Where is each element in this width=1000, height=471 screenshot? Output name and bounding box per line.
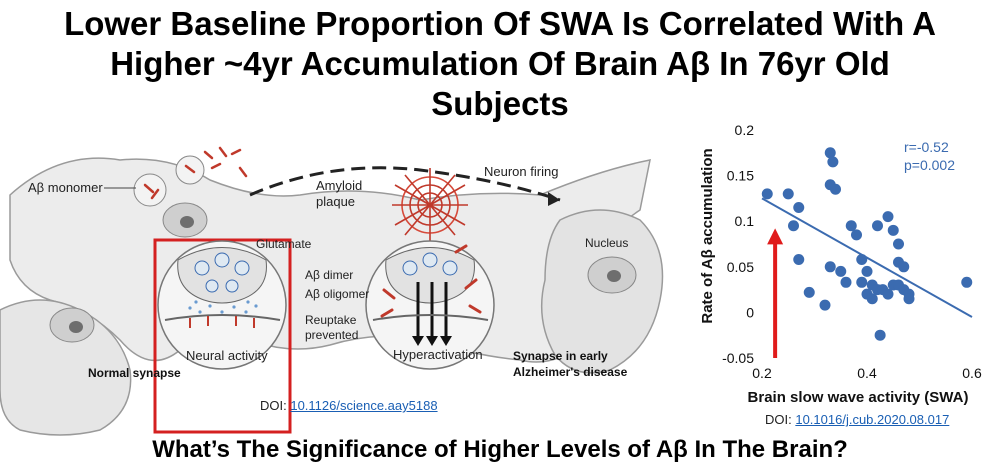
y-tick-label: 0 xyxy=(746,304,754,320)
label-nucleus: Nucleus xyxy=(585,236,628,250)
chart-y-label: Rate of Aβ accumulation xyxy=(699,148,716,323)
chart-doi: DOI: 10.1016/j.cub.2020.08.017 xyxy=(765,412,949,427)
label-plaque: plaque xyxy=(316,194,355,209)
diagram-doi-prefix: DOI: xyxy=(260,398,291,413)
data-point xyxy=(782,188,794,200)
title-line-3: Subjects xyxy=(431,85,569,122)
data-point xyxy=(882,211,894,223)
label-amyloid: Amyloid xyxy=(316,178,362,193)
amyloid-plaque xyxy=(392,168,468,242)
red-arrow-head xyxy=(767,228,784,245)
hyperactivation-arrowheads xyxy=(412,336,452,346)
vesicles-right xyxy=(402,252,458,276)
vesicles-left xyxy=(194,252,250,293)
label-ab-oligomer: Aβ oligomer xyxy=(305,287,369,301)
data-point xyxy=(793,254,805,266)
data-point xyxy=(761,188,773,200)
data-point xyxy=(856,254,868,266)
bottom-question: What’s The Significance of Higher Levels… xyxy=(152,436,848,463)
chart-annotation-r: r=-0.52 xyxy=(904,139,949,155)
data-point xyxy=(903,293,915,305)
nucleolus-right xyxy=(607,270,621,282)
title-line-2: Higher ~4yr Accumulation Of Brain Aβ In … xyxy=(110,45,890,82)
y-tick-label: 0.1 xyxy=(735,213,755,229)
data-point xyxy=(835,265,847,277)
data-point xyxy=(874,329,886,341)
ab-oligomers-right xyxy=(380,244,482,318)
data-point xyxy=(803,286,815,298)
label-ab-dimer: Aβ dimer xyxy=(305,268,353,282)
label-prevented: prevented xyxy=(305,328,358,342)
data-point xyxy=(872,220,883,232)
data-point xyxy=(824,147,836,159)
y-tick-label: 0.2 xyxy=(735,122,755,138)
diagram-doi-link[interactable]: 10.1126/science.aay5188 xyxy=(290,398,438,413)
data-point xyxy=(882,288,894,300)
firing-arrowhead xyxy=(548,192,560,206)
receptors-left xyxy=(189,316,255,328)
label-neural-activity: Neural activity xyxy=(186,348,268,363)
swa-scatter-chart: -0.05 0 0.05 0.1 0.15 0.2 0.2 0.4 0.6 r=-0.52 p=… xyxy=(699,122,982,406)
chart-doi-link[interactable]: 10.1016/j.cub.2020.08.017 xyxy=(795,412,950,427)
label-reuptake: Reuptake xyxy=(305,313,357,327)
y-tick-label: 0.05 xyxy=(727,259,754,275)
ab-monomers xyxy=(143,146,248,200)
chart-marks xyxy=(761,147,973,358)
neuron-left-bottom xyxy=(0,299,132,436)
neuron-firing-arrow xyxy=(249,166,561,202)
data-point xyxy=(788,220,799,232)
data-point xyxy=(793,202,805,214)
chart-axes: -0.05 0 0.05 0.1 0.15 0.2 0.2 0.4 0.6 xyxy=(722,122,982,381)
label-ab-monomer: Aβ monomer xyxy=(28,180,103,195)
chart-x-label: Brain slow wave activity (SWA) xyxy=(748,389,969,406)
data-point xyxy=(893,238,904,250)
label-early-ad-2: Alzheimer's disease xyxy=(513,365,628,379)
glutamate-dots-left xyxy=(188,300,258,314)
label-neuron-firing: Neuron firing xyxy=(484,164,558,179)
data-point xyxy=(861,265,873,277)
data-point xyxy=(898,261,910,273)
nucleolus-top xyxy=(180,216,194,228)
data-point xyxy=(845,220,857,232)
slide-title: Lower Baseline Proportion Of SWA Is Corr… xyxy=(0,4,1000,124)
data-point xyxy=(961,276,973,288)
data-point xyxy=(856,276,868,288)
data-point xyxy=(819,299,831,311)
data-point xyxy=(851,229,862,241)
label-hyperactivation: Hyperactivation xyxy=(393,347,483,362)
chart-doi-prefix: DOI: xyxy=(765,412,796,427)
y-tick-label: 0.15 xyxy=(727,168,754,184)
x-tick-label: 0.6 xyxy=(962,365,982,381)
x-tick-label: 0.2 xyxy=(752,365,772,381)
label-early-ad-1: Synapse in early xyxy=(513,349,608,363)
trend-line xyxy=(761,197,973,318)
amyloid-synapse-diagram: Aβ monomer Amyloid plaque Neuron firing … xyxy=(0,146,664,436)
normal-synapse-highlight-box xyxy=(153,238,292,434)
label-normal-synapse: Normal synapse xyxy=(88,366,181,380)
x-tick-label: 0.4 xyxy=(857,365,877,381)
data-point xyxy=(866,293,878,305)
y-tick-label: -0.05 xyxy=(722,350,754,366)
hyperactivation-arrows xyxy=(416,282,448,336)
chart-annotation-p: p=0.002 xyxy=(904,157,955,173)
data-point xyxy=(840,276,852,288)
data-point xyxy=(887,224,899,236)
postsynaptic-membrane-left xyxy=(164,314,281,321)
postsynaptic-membrane-right xyxy=(372,314,489,321)
label-glutamate: Glutamate xyxy=(256,237,312,251)
title-line-1: Lower Baseline Proportion Of SWA Is Corr… xyxy=(64,5,936,42)
diagram-doi: DOI: 10.1126/science.aay5188 xyxy=(260,398,438,413)
data-point xyxy=(830,183,841,195)
data-point xyxy=(824,261,836,273)
nucleolus-bottom xyxy=(69,321,83,333)
data-point xyxy=(827,156,839,168)
